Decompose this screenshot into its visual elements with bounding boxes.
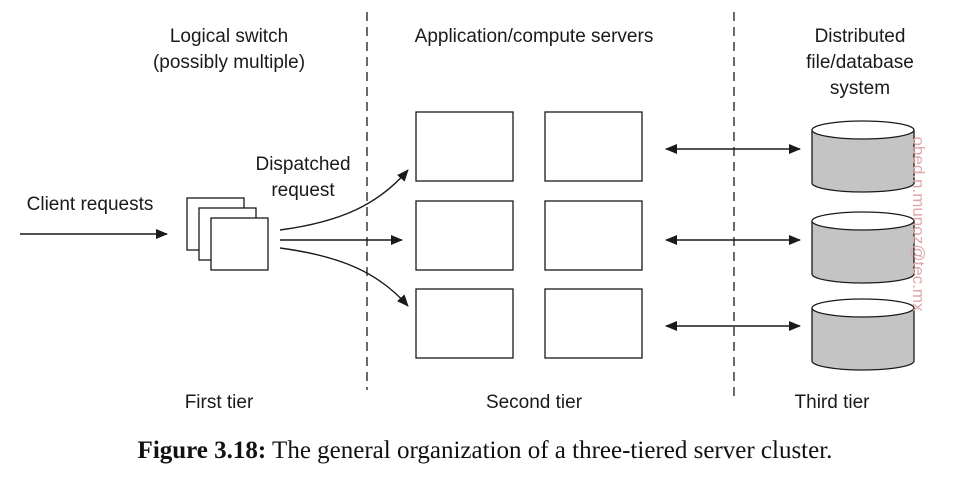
dispatched-request-label-line1: Dispatched: [255, 154, 350, 175]
server-row3-col2: [544, 288, 643, 359]
logical-switch-icon: [186, 197, 269, 271]
dispatched-request-label-line2: request: [271, 180, 335, 201]
first-tier-title-line2: (possibly multiple): [153, 52, 305, 73]
third-tier-title-line3: system: [830, 78, 890, 99]
database-icon-1: [811, 120, 915, 193]
server-row2-col2: [544, 200, 643, 271]
figure-caption: Figure 3.18: The general organization of…: [0, 437, 970, 465]
second-tier-title: Application/compute servers: [415, 26, 654, 47]
third-tier-title-line1: Distributed: [815, 26, 906, 47]
dispatch-arrow-bottom: [279, 247, 409, 307]
client-requests-label: Client requests: [27, 194, 154, 215]
second-tier-footer: Second tier: [486, 392, 583, 413]
first-tier-title-line1: Logical switch: [170, 26, 288, 47]
figure-caption-text: The general organization of a three-tier…: [272, 437, 833, 464]
server-row1-col1: [415, 111, 514, 182]
server-row2-col1: [415, 200, 514, 271]
third-tier-footer: Third tier: [795, 392, 871, 413]
database-icon-2: [811, 211, 915, 284]
figure-caption-label: Figure 3.18:: [137, 437, 267, 464]
server-row3-col1: [415, 288, 514, 359]
dispatch-arrow-top: [279, 169, 409, 231]
server-row1-col2: [544, 111, 643, 182]
first-tier-footer: First tier: [185, 392, 254, 413]
database-icon-3: [811, 298, 915, 371]
third-tier-title-line2: file/database: [806, 52, 914, 73]
watermark-text: obed.n.munoz@tec.mx: [909, 136, 928, 312]
